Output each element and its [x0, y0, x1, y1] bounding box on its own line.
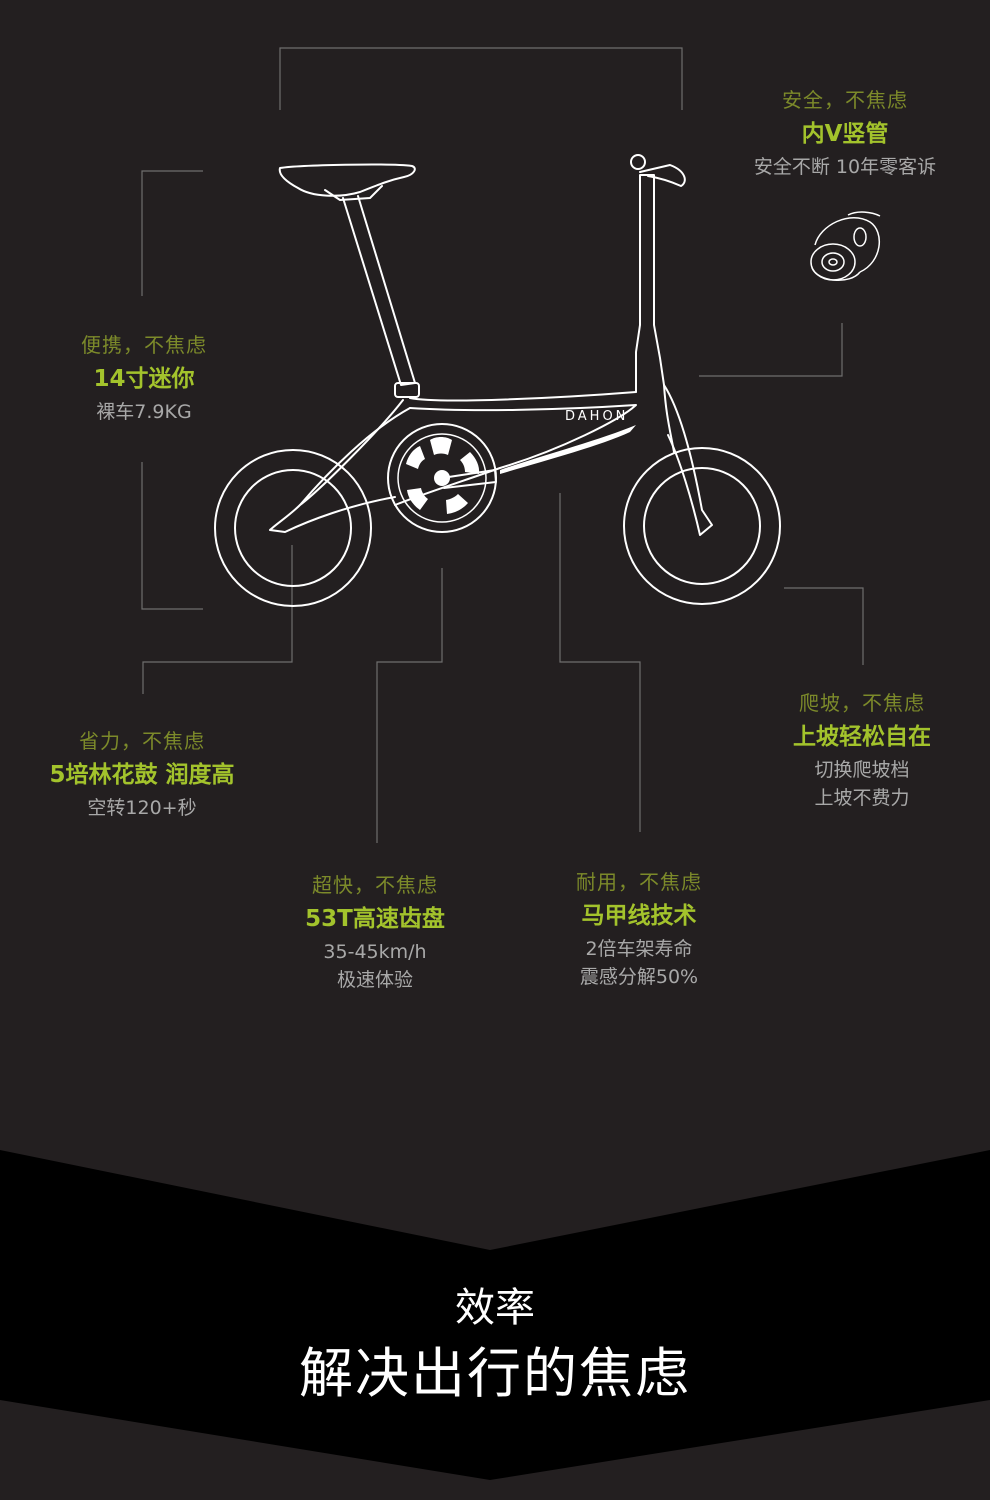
feature-durable-heading: 马甲线技术 — [581, 903, 697, 929]
callout-leader-lines — [141, 47, 864, 843]
top-tube — [409, 391, 637, 402]
feature-speed-heading: 53T高速齿盘 — [305, 906, 445, 932]
feature-climb-desc-line: 切换爬坡档 — [814, 759, 910, 781]
main-frame — [394, 404, 637, 506]
feature-durable-subtitle: 耐用，不焦虑 — [576, 870, 702, 894]
v-stem-detail-icon — [810, 211, 881, 281]
chainstay — [269, 407, 411, 533]
banner-subtitle: 效率 — [455, 1285, 535, 1331]
seat-clamp — [394, 382, 420, 398]
rear-tire — [214, 449, 372, 607]
feature-safety: 安全，不焦虑 内V竖管 安全不断 10年零客诉 — [754, 87, 936, 181]
feature-safety-subtitle: 安全，不焦虑 — [782, 88, 908, 112]
feature-effort: 省力，不焦虑 5培林花鼓 润度高 空转120+秒 — [49, 728, 234, 822]
feature-climb-subtitle: 爬坡，不焦虑 — [799, 691, 925, 715]
stem — [635, 174, 665, 393]
feature-safety-desc-line: 安全不断 10年零客诉 — [753, 156, 937, 178]
feature-durable-desc-line: 2倍车架寿命 — [585, 938, 693, 960]
feature-effort-subtitle: 省力，不焦虑 — [78, 729, 205, 753]
feature-portable-heading: 14寸迷你 — [93, 366, 195, 392]
bike — [214, 154, 781, 607]
rear-rim — [234, 469, 352, 587]
seat-post — [342, 195, 416, 386]
saddle — [278, 163, 416, 197]
crank — [441, 469, 497, 489]
feature-portable-subtitle: 便携，不焦虑 — [81, 333, 207, 357]
feature-effort-heading: 5培林花鼓 润度高 — [49, 762, 235, 788]
feature-portable: 便携，不焦虑 14寸迷你 裸车7.9KG — [81, 332, 207, 426]
feature-portable-desc-line: 裸车7.9KG — [96, 401, 192, 423]
feature-climb-heading: 上坡轻松自在 — [793, 724, 931, 750]
bike-brand: DAHON — [565, 409, 628, 424]
feature-speed-subtitle: 超快，不焦虑 — [311, 873, 438, 897]
banner-title: 解决出行的焦虑 — [299, 1342, 691, 1405]
front-tire — [623, 447, 781, 605]
chainring-cutouts — [406, 437, 480, 514]
feature-durable: 耐用，不焦虑 马甲线技术 2倍车架寿命 震感分解50% — [576, 869, 702, 991]
handlebar — [639, 164, 686, 187]
frame-stripe — [500, 425, 636, 474]
feature-climb: 爬坡，不焦虑 上坡轻松自在 切换爬坡档 上坡不费力 — [793, 690, 931, 812]
feature-effort-desc-line: 空转120+秒 — [87, 797, 197, 819]
fork — [663, 384, 713, 536]
feature-speed: 超快，不焦虑 53T高速齿盘 35-45km/h 极速体验 — [305, 872, 445, 994]
feature-speed-desc-line: 极速体验 — [336, 969, 414, 991]
feature-climb-desc-line: 上坡不费力 — [814, 787, 910, 809]
feature-durable-desc-line: 震感分解50% — [579, 966, 699, 988]
feature-safety-heading: 内V竖管 — [801, 121, 889, 147]
stay-tail — [299, 399, 404, 506]
front-rim — [643, 467, 761, 585]
feature-speed-desc-line: 35-45km/h — [323, 941, 427, 963]
